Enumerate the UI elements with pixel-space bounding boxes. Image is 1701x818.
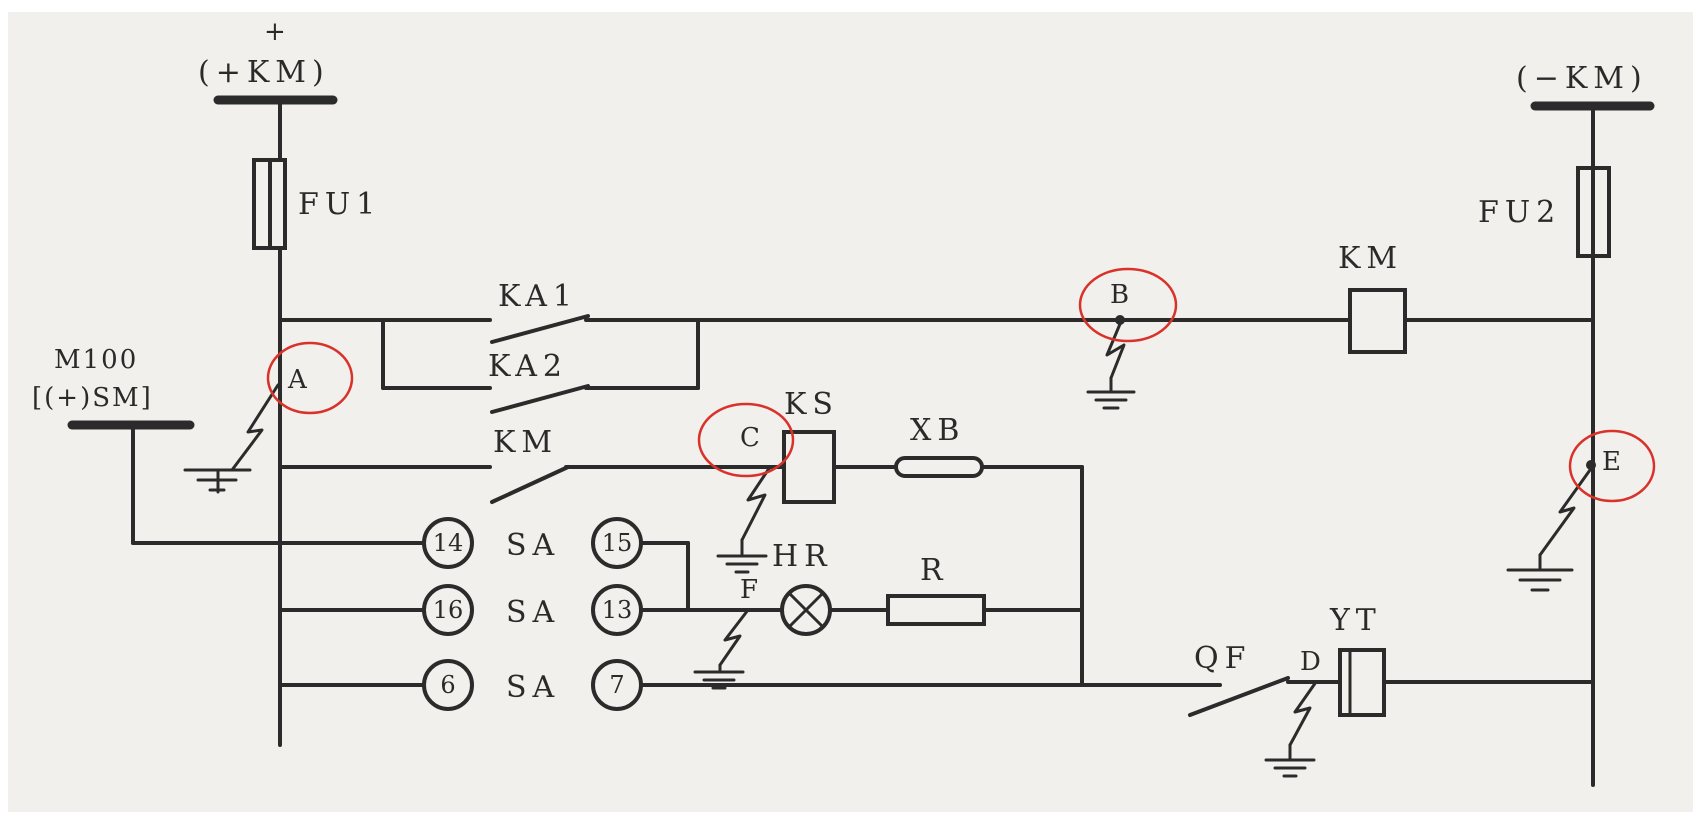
- positive-bus-label: (+KM): [198, 55, 330, 90]
- ground-fault-a: A: [183, 365, 309, 494]
- highlight-a: [266, 341, 354, 415]
- sa-label-1: SA: [506, 528, 560, 563]
- row-ka: KA1 KA2 KM: [278, 241, 1595, 414]
- plus-sign-label: +: [264, 17, 288, 47]
- sa-label-2: SA: [506, 595, 560, 630]
- fuse-fu2-label: FU2: [1478, 195, 1561, 230]
- terminal-14: [422, 517, 474, 569]
- sa-row-14-15: 14 SA 15: [422, 517, 690, 612]
- point-c-label: C: [740, 423, 762, 453]
- km-coil-label: KM: [1338, 241, 1403, 276]
- sa-row-6-7: 6 SA 7 QF YT: [278, 603, 1595, 717]
- r-label: R: [920, 553, 949, 588]
- fuse-fu2: FU2: [1478, 166, 1611, 258]
- terminal-13-label: 13: [602, 596, 633, 624]
- sm-label: [(+)SM]: [32, 383, 153, 413]
- ground-fault-f: F: [693, 575, 760, 690]
- ka2-label: KA2: [488, 349, 568, 384]
- fuse-fu1: FU1: [252, 158, 381, 250]
- xb-link: [894, 456, 984, 478]
- yt-coil: [1338, 648, 1386, 717]
- ground-fault-c: C: [716, 423, 772, 574]
- m100-bus: M100 [(+)SM]: [32, 345, 426, 545]
- positive-bus: + (+KM): [198, 17, 338, 747]
- ka1-label: KA1: [498, 279, 578, 314]
- point-a-label: A: [287, 365, 309, 395]
- ks-relay: [782, 430, 836, 504]
- terminal-6: [422, 659, 474, 711]
- negative-bus-label: (−KM): [1516, 61, 1648, 96]
- resistor-r: [886, 594, 986, 626]
- km-coil: [1348, 288, 1407, 354]
- highlight-c: [697, 402, 795, 478]
- point-e-label: E: [1602, 447, 1623, 477]
- terminal-14-label: 14: [433, 529, 464, 557]
- ground-fault-e: E: [1506, 447, 1623, 592]
- highlight-e: [1568, 429, 1656, 503]
- ground-fault-d: D: [1264, 647, 1323, 778]
- terminal-7-label: 7: [609, 671, 624, 699]
- xb-label: XB: [910, 413, 965, 448]
- hr-label: HR: [772, 539, 833, 574]
- km-contact-label: KM: [493, 425, 558, 460]
- point-b-label: B: [1110, 280, 1131, 310]
- fuse-fu1-label: FU1: [298, 187, 381, 222]
- ks-label: KS: [784, 387, 839, 422]
- paper-background: [8, 12, 1693, 812]
- terminal-16: [422, 584, 474, 636]
- m100-label: M100: [54, 345, 138, 375]
- sa-label-3: SA: [506, 670, 560, 705]
- point-d-label: D: [1300, 647, 1323, 677]
- ground-fault-b: B: [1086, 280, 1136, 410]
- yt-label: YT: [1329, 603, 1382, 638]
- terminal-6-label: 6: [440, 671, 455, 699]
- terminal-15-label: 15: [602, 529, 633, 557]
- fault-highlights: [266, 267, 1656, 503]
- sa-row-16-13: 16 SA 13 HR R: [278, 539, 1084, 636]
- qf-label: QF: [1194, 641, 1251, 676]
- highlight-b: [1078, 267, 1178, 343]
- terminal-16-label: 16: [433, 596, 464, 624]
- point-f-label: F: [740, 575, 760, 605]
- row-km-ks: KM KS XB: [278, 387, 1084, 687]
